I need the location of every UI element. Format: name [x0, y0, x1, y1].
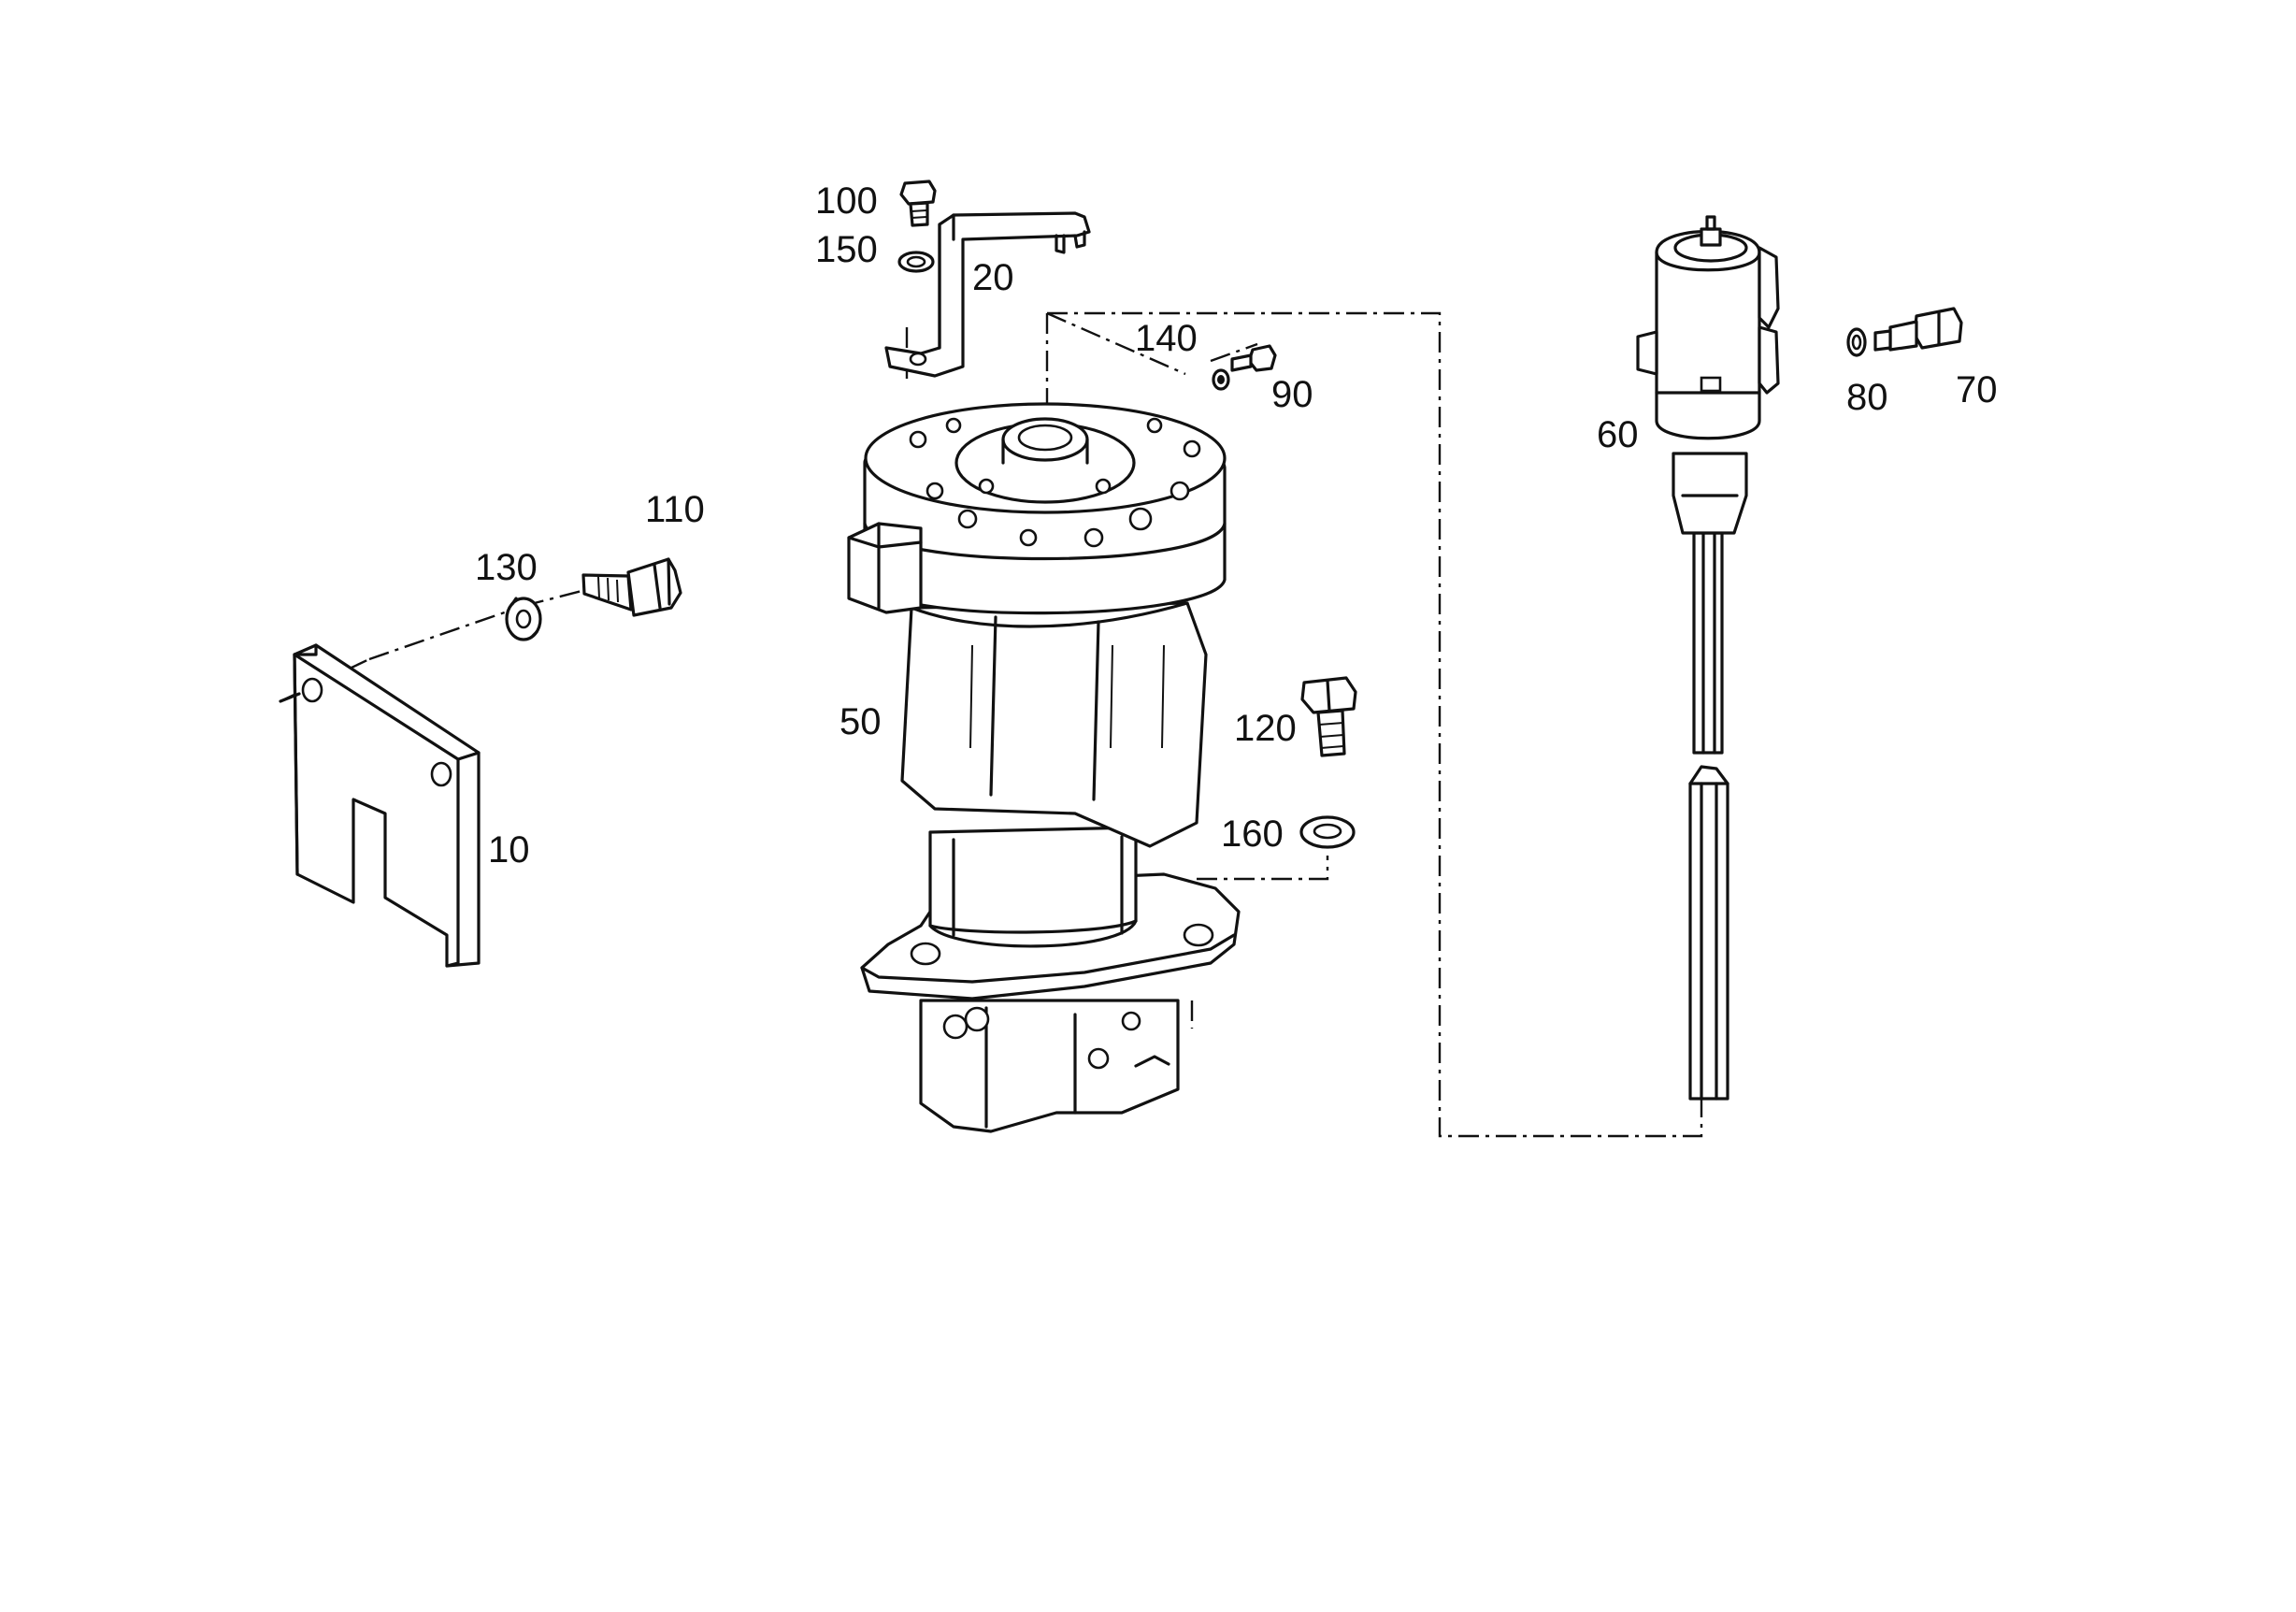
- bolt-part-110: [581, 557, 682, 617]
- part-number-labels: 10 20 50 60 70 80 90 100 110 120 130 140…: [475, 180, 1998, 871]
- washer-part-80: [1846, 327, 1867, 357]
- label-90: 90: [1271, 374, 1313, 415]
- label-70: 70: [1956, 369, 1998, 410]
- label-130: 130: [475, 547, 538, 588]
- label-60: 60: [1597, 414, 1639, 455]
- bolt-part-100: [899, 180, 937, 227]
- washer-part-150: [897, 251, 935, 273]
- sensor-probe-part-60: [1636, 215, 1780, 1101]
- bolt-part-120: [1300, 676, 1357, 757]
- bracket-part-20: [884, 211, 1091, 378]
- label-20: 20: [972, 257, 1014, 298]
- label-110: 110: [645, 489, 705, 530]
- washer-part-160: [1299, 815, 1356, 849]
- label-120: 120: [1234, 708, 1297, 749]
- screw-part-90: [1230, 344, 1277, 372]
- label-10: 10: [488, 829, 530, 871]
- label-100: 100: [815, 180, 878, 222]
- washer-part-130: [505, 597, 542, 641]
- label-140: 140: [1135, 318, 1198, 359]
- label-160: 160: [1221, 813, 1284, 855]
- washer-part-140: [1212, 368, 1230, 391]
- label-50: 50: [839, 701, 882, 742]
- label-80: 80: [1846, 377, 1888, 418]
- fitting-part-70: [1873, 307, 1963, 352]
- main-housing-part-50: [847, 402, 1241, 1133]
- label-150: 150: [815, 229, 878, 270]
- mounting-plate-part-10: [279, 643, 481, 968]
